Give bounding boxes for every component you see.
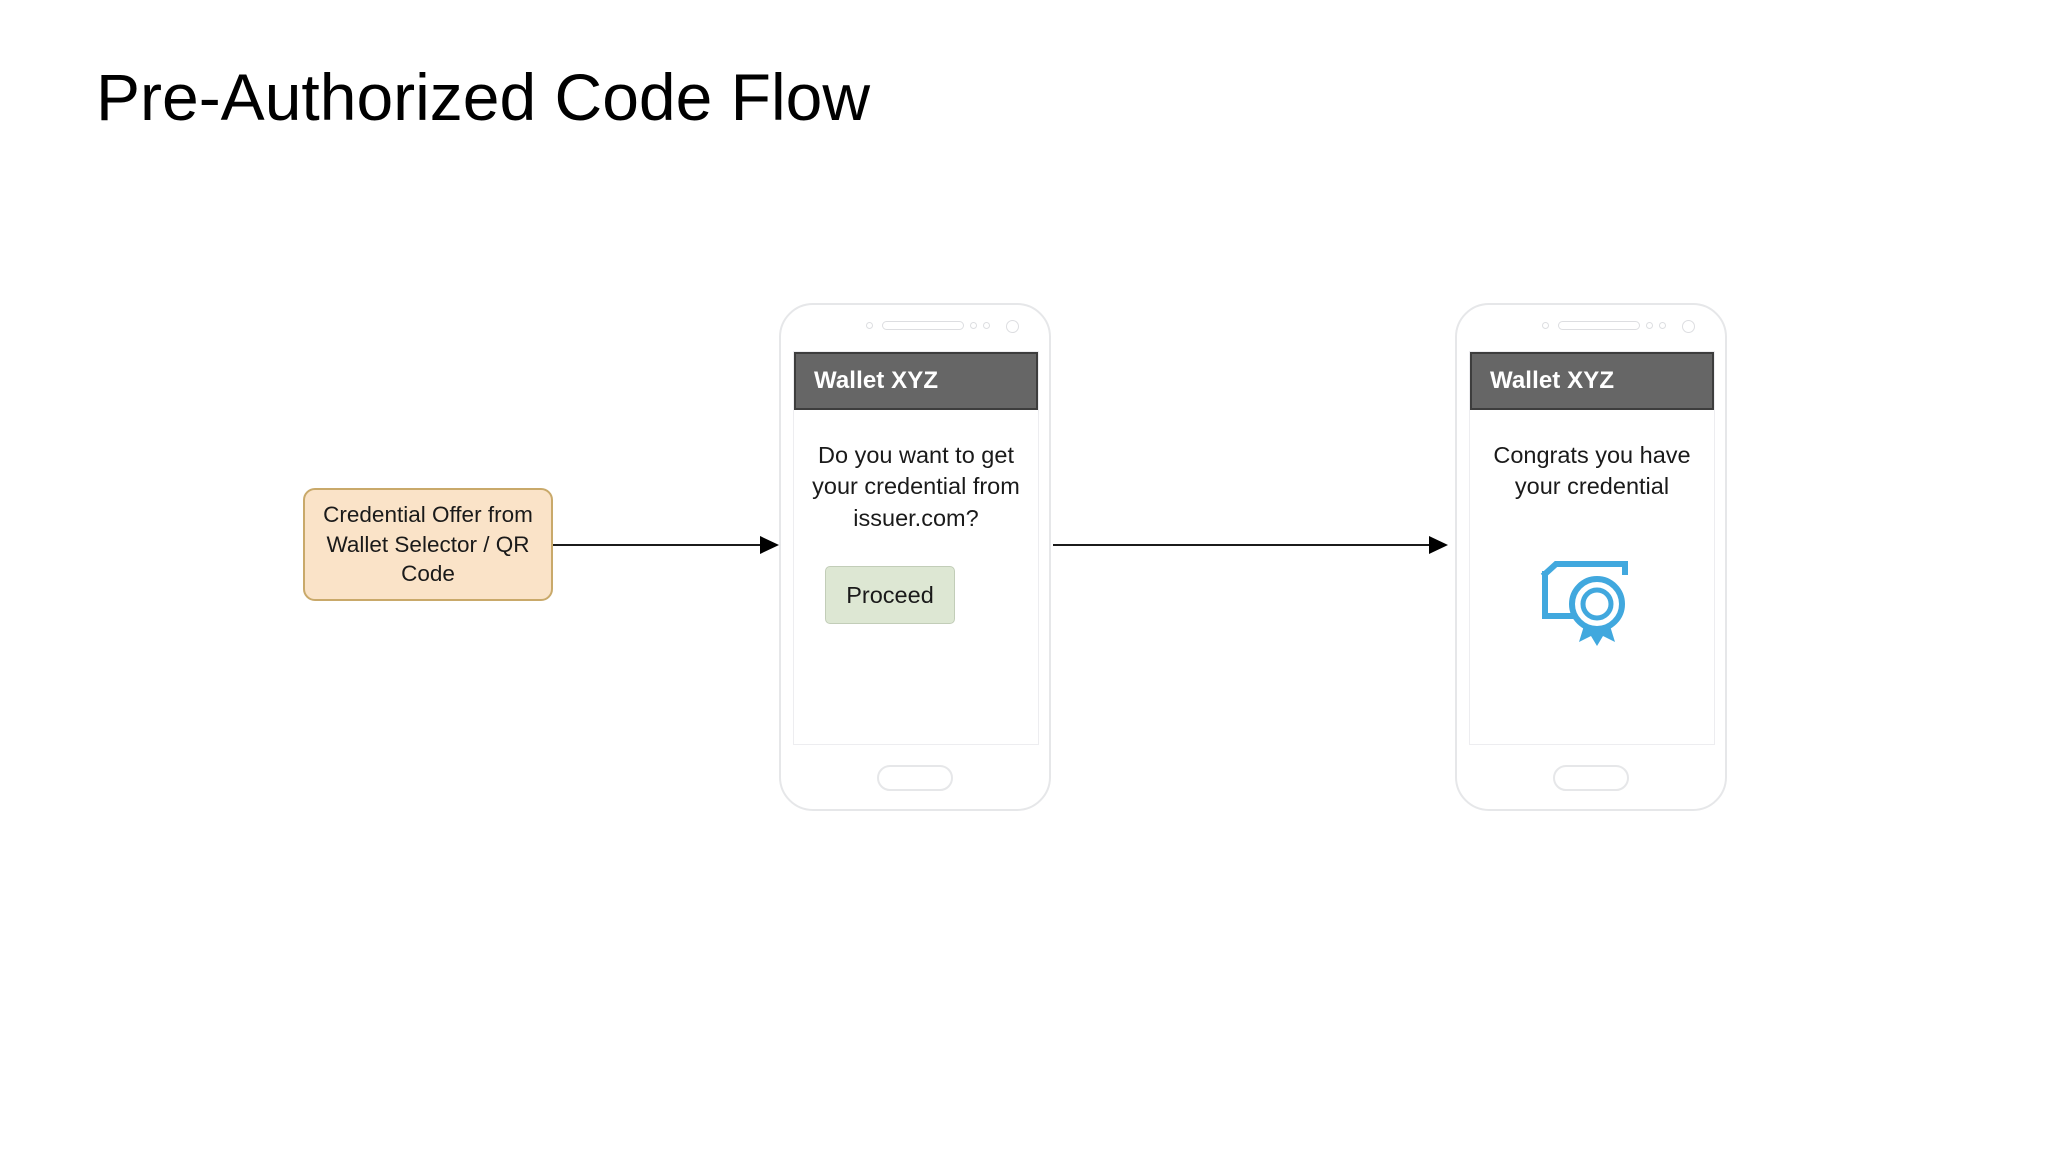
phone-screen: Wallet XYZ Do you want to get your crede…	[793, 351, 1039, 745]
arrow-head-icon	[1429, 536, 1448, 554]
phone-top-bezel	[1457, 305, 1725, 347]
speaker-grill-icon	[882, 321, 964, 330]
app-bar: Wallet XYZ	[794, 352, 1038, 410]
screen-content: Do you want to get your credential from …	[794, 410, 1038, 744]
page-title: Pre-Authorized Code Flow	[96, 60, 871, 134]
sensor-dot-icon	[1542, 322, 1549, 329]
sensor-dot-icon	[866, 322, 873, 329]
consent-message: Do you want to get your credential from …	[812, 442, 1020, 531]
arrow-head-icon	[760, 536, 779, 554]
sensor-dot-icon	[1659, 322, 1666, 329]
front-camera-icon	[1006, 320, 1019, 333]
sensor-dot-icon	[983, 322, 990, 329]
home-button[interactable]	[877, 765, 953, 791]
success-message: Congrats you have your credential	[1493, 442, 1691, 500]
arrow-consent-to-success	[1053, 533, 1448, 557]
screen-content: Congrats you have your credential	[1470, 410, 1714, 744]
arrow-line	[553, 544, 762, 547]
phone-success: Wallet XYZ Congrats you have your creden…	[1455, 303, 1727, 811]
home-button[interactable]	[1553, 765, 1629, 791]
sensor-dot-icon	[1646, 322, 1653, 329]
credential-offer-label: Credential Offer from Wallet Selector / …	[323, 502, 533, 587]
phone-top-bezel	[781, 305, 1049, 347]
sensor-dot-icon	[970, 322, 977, 329]
credential-offer-box[interactable]: Credential Offer from Wallet Selector / …	[303, 488, 553, 601]
front-camera-icon	[1682, 320, 1695, 333]
app-bar-title: Wallet XYZ	[814, 367, 939, 394]
arrow-line	[1053, 544, 1431, 547]
credential-certificate-icon	[1540, 561, 1628, 646]
arrow-offer-to-consent	[553, 533, 779, 557]
phone-screen: Wallet XYZ Congrats you have your creden…	[1469, 351, 1715, 745]
app-bar: Wallet XYZ	[1470, 352, 1714, 410]
app-bar-title: Wallet XYZ	[1490, 367, 1615, 394]
proceed-button[interactable]: Proceed	[825, 566, 955, 624]
speaker-grill-icon	[1558, 321, 1640, 330]
phone-consent: Wallet XYZ Do you want to get your crede…	[779, 303, 1051, 811]
